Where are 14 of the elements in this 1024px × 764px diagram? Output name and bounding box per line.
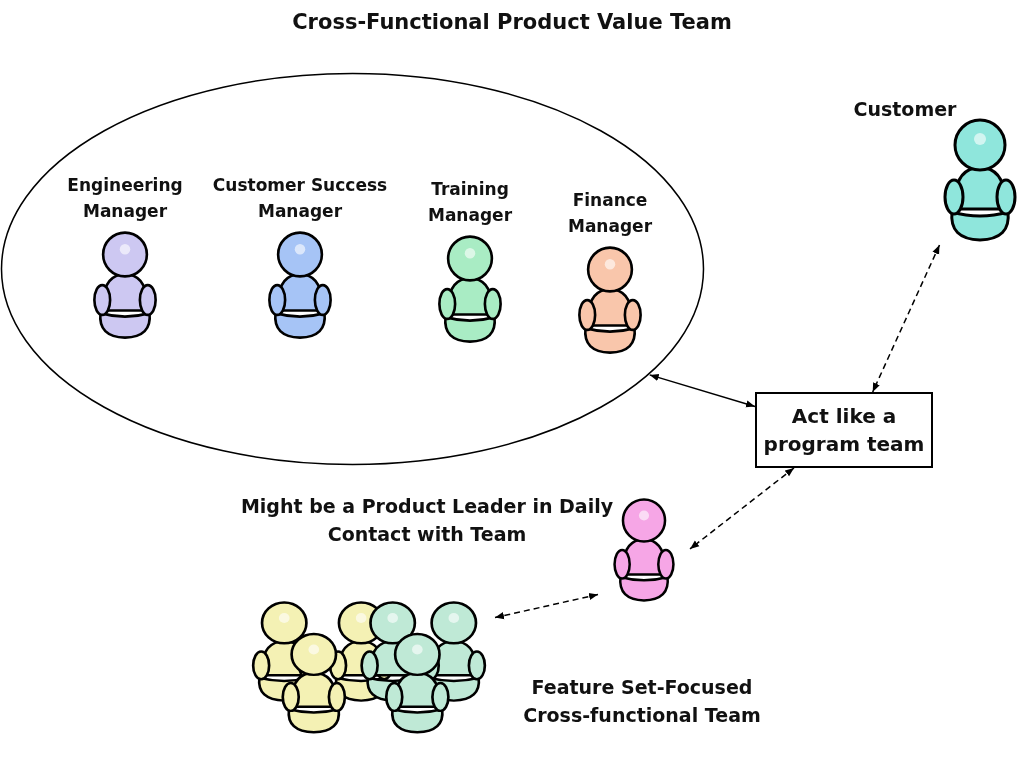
person-label: Training Manager [426,178,513,227]
box-label: Act like a program team [762,403,926,458]
diagram-title: Cross-Functional Product Value Team [291,9,733,36]
person-label: Engineering Manager [66,174,184,223]
dashed-arrow [871,244,941,393]
person-label: Customer Success Manager [211,174,389,223]
dashed-arrow [689,467,795,550]
team-caption: Feature Set-Focused Cross-functional Team [522,675,762,728]
process-box [755,392,933,468]
dashed-arrow [494,592,599,620]
person-label: Finance Manager [566,189,653,238]
arrow [648,374,756,408]
team-caption: Might be a Product Leader in Daily Contact with Team [239,494,615,547]
person-label: Customer [852,97,958,122]
